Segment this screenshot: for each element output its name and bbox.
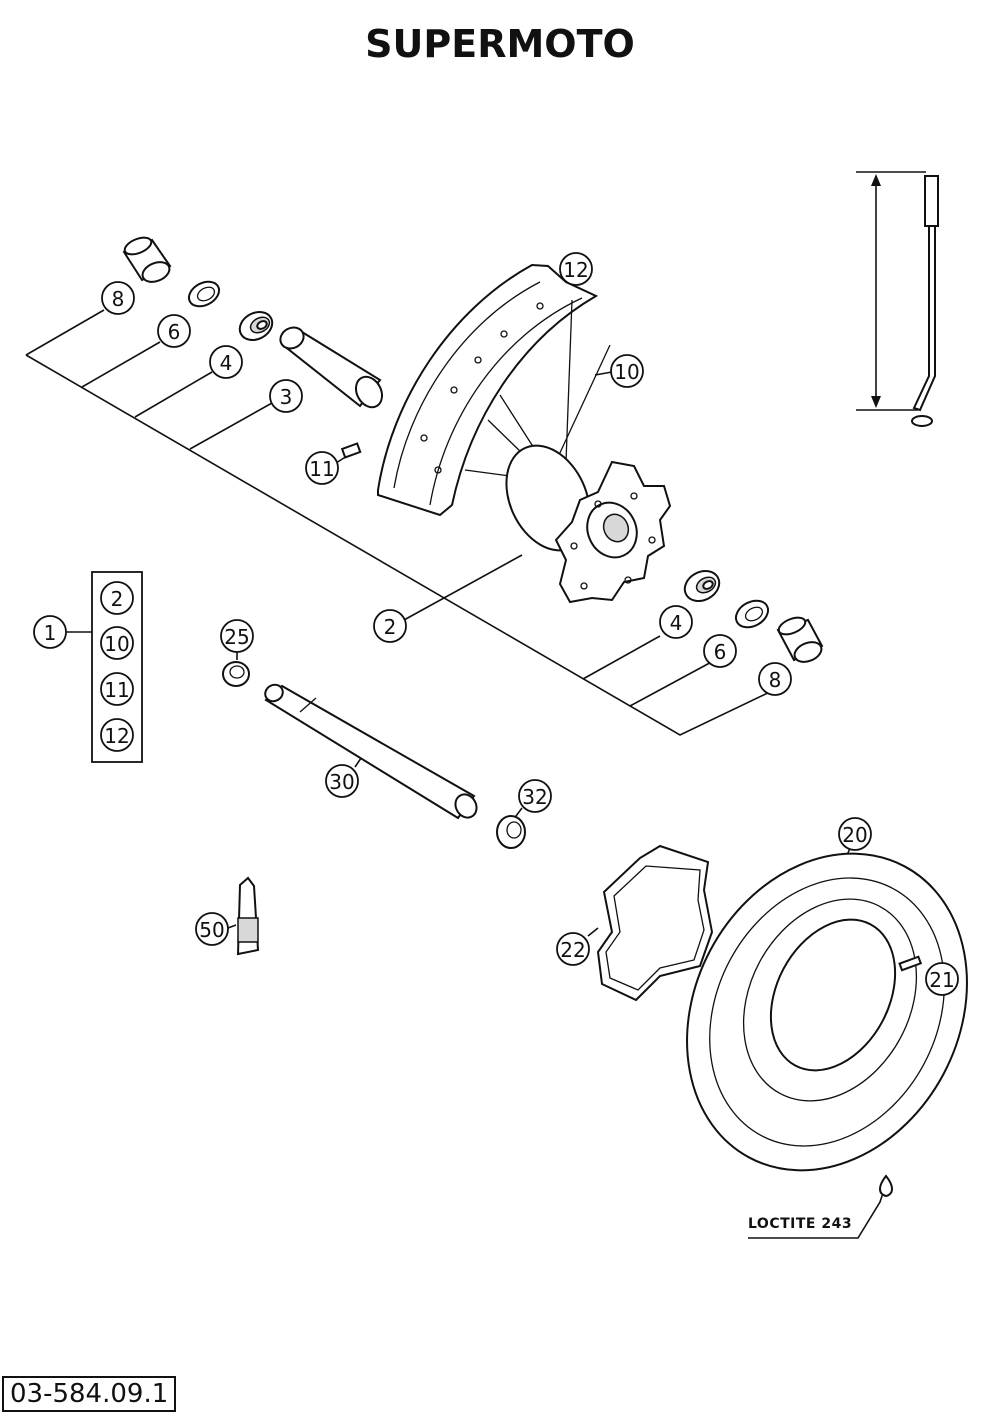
callout-6-bottom: 6 — [703, 634, 737, 668]
disc-adapter-part — [596, 844, 714, 1002]
svg-text:6: 6 — [168, 320, 181, 344]
spoke-nipple-part — [340, 442, 362, 459]
callout-3: 3 — [269, 379, 303, 413]
grease-bottle-part — [236, 876, 260, 956]
svg-text:1: 1 — [44, 621, 57, 645]
kit-item-12: 12 — [100, 718, 134, 752]
callout-25: 25 — [220, 619, 254, 653]
kit-box — [91, 571, 143, 763]
callout-4-bottom: 4 — [659, 605, 693, 639]
callout-11: 11 — [305, 451, 339, 485]
callout-32: 32 — [518, 779, 552, 813]
collar-part — [222, 661, 250, 687]
callout-20: 20 — [838, 817, 872, 851]
svg-text:2: 2 — [384, 615, 397, 639]
svg-text:12: 12 — [104, 724, 129, 748]
bearing-part-top — [238, 311, 274, 341]
hub-part — [505, 444, 672, 604]
kit-item-11: 11 — [100, 672, 134, 706]
page-title: SUPERMOTO — [365, 22, 635, 66]
svg-text:11: 11 — [104, 678, 129, 702]
svg-text:6: 6 — [714, 640, 727, 664]
callout-8-top: 8 — [101, 281, 135, 315]
svg-text:10: 10 — [614, 360, 639, 384]
svg-text:4: 4 — [220, 351, 233, 375]
drawing-code: 03-584.09.1 — [2, 1376, 177, 1412]
rim-part — [377, 263, 599, 517]
bearing-part-bottom — [683, 570, 721, 602]
svg-text:30: 30 — [329, 770, 354, 794]
svg-text:8: 8 — [769, 668, 782, 692]
kit-item-10: 10 — [100, 626, 134, 660]
callout-30: 30 — [325, 764, 359, 798]
callout-12: 12 — [559, 252, 593, 286]
spoke-dimension-indicator — [856, 171, 939, 427]
spacer-part-bottom — [776, 616, 824, 663]
callout-10: 10 — [610, 354, 644, 388]
svg-text:4: 4 — [670, 611, 683, 635]
svg-text:10: 10 — [104, 632, 129, 656]
callout-50: 50 — [195, 912, 229, 946]
svg-text:2: 2 — [111, 587, 124, 611]
callout-6-top: 6 — [157, 314, 191, 348]
seal-part-bottom — [734, 599, 770, 629]
seal-part-top — [187, 280, 221, 308]
callout-22: 22 — [556, 932, 590, 966]
callout-1: 1 — [33, 615, 67, 649]
callout-21: 21 — [925, 962, 959, 996]
callout-2: 2 — [373, 609, 407, 643]
svg-text:3: 3 — [280, 385, 293, 409]
callout-8-bottom: 8 — [758, 662, 792, 696]
callout-4-top: 4 — [209, 345, 243, 379]
axle-nut-part — [496, 815, 526, 849]
spacer-part-top — [122, 236, 172, 283]
disc-bolt-part — [898, 955, 923, 972]
distance-sleeve-part — [279, 326, 383, 409]
brake-disc-part — [686, 852, 968, 1172]
svg-text:20: 20 — [842, 823, 867, 847]
svg-text:21: 21 — [929, 968, 954, 992]
loctite-note: LOCTITE 243 — [748, 1216, 853, 1232]
svg-text:8: 8 — [112, 287, 125, 311]
svg-text:50: 50 — [199, 918, 224, 942]
svg-text:25: 25 — [224, 625, 249, 649]
kit-item-2: 2 — [100, 581, 134, 615]
svg-text:32: 32 — [522, 785, 547, 809]
svg-text:22: 22 — [560, 938, 585, 962]
svg-text:11: 11 — [309, 457, 334, 481]
axle-part — [264, 683, 478, 820]
svg-text:12: 12 — [563, 258, 588, 282]
loctite-drop-icon — [879, 1174, 893, 1198]
